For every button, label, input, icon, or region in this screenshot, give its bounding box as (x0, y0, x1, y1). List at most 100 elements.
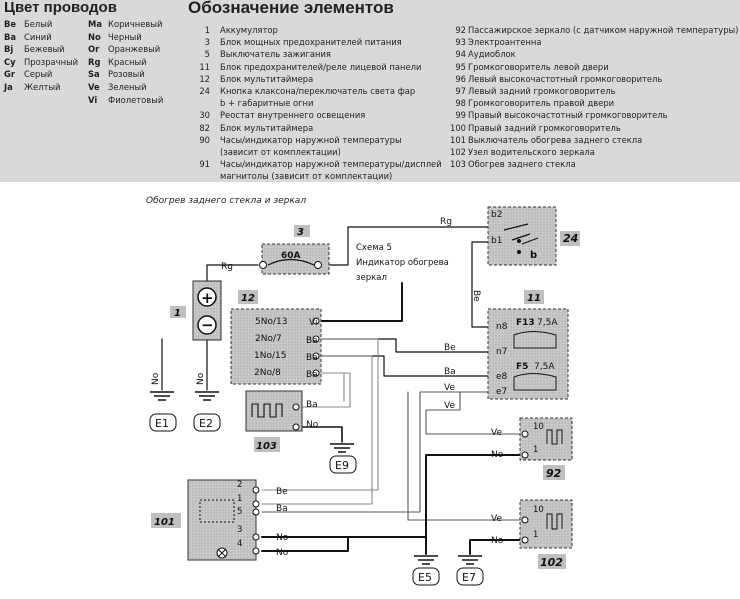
wire-be-vertical (471, 241, 489, 328)
pin-e7: e7 (496, 387, 507, 397)
element-number: 94 (455, 49, 466, 60)
pin-terminal (252, 486, 260, 494)
mirror-102-body (519, 499, 573, 549)
pin-102-1: 1 (533, 530, 538, 540)
pin-terminal (292, 423, 300, 431)
element-number: 102 (450, 146, 466, 157)
element-description: Обогрев заднего стекла (468, 159, 576, 170)
element-description: Часы/индикатор наружной температуры/дисп… (220, 159, 442, 170)
pin-terminal (521, 430, 529, 438)
fuse-f13-name: F13 (516, 318, 535, 328)
wire-label-no-101a: No (276, 533, 289, 543)
pin-terminal (312, 369, 320, 377)
color-code: Or (88, 44, 100, 55)
battery-minus-sign: − (201, 316, 214, 334)
element-number: 90 (199, 134, 210, 145)
fuse-f13-element (513, 331, 557, 349)
element-number: 3 (204, 37, 210, 48)
wire-colors-title: Цвет проводов (4, 0, 117, 16)
ground-symbol-e9 (330, 443, 354, 453)
color-code: Cy (4, 56, 16, 67)
switch-24-body (487, 206, 557, 266)
ground-e5: E5 (418, 571, 432, 584)
switch-24-node (517, 250, 521, 254)
element-number: 98 (455, 98, 466, 109)
wire-ba-harness-1 (261, 338, 379, 491)
label-12-bg (238, 290, 258, 304)
wire-label-rg-top: Rg (440, 217, 452, 227)
pin-e8: e8 (496, 372, 508, 382)
wire-label-ve-92: Ve (491, 428, 502, 438)
fuse-3-terminal (314, 261, 322, 269)
wire-label-no-bat2: No (196, 372, 206, 385)
wire-ve-102 (407, 391, 521, 521)
pin-12-1no15: 1No/15 (254, 351, 286, 361)
element-description: (зависит от комплектации) (220, 146, 341, 157)
wires (161, 226, 521, 555)
wire-no-101b (261, 536, 349, 552)
wire-no-102 (469, 539, 521, 555)
element-row: магнитолы (зависит от комплектации) (186, 170, 436, 182)
color-name: Оранжевый (108, 44, 161, 55)
ground-e9: E9 (335, 459, 349, 472)
element-number: 91 (199, 159, 210, 170)
color-name: Фиолетовый (108, 94, 164, 105)
wire-label-ba-1: Ba (306, 336, 318, 346)
component-101-heater-switch: 101 2 1 5 3 4 (151, 479, 260, 561)
pin-terminal (521, 516, 529, 524)
heater-103-grid (251, 403, 283, 418)
fuse-3-rating: 60A (281, 251, 301, 261)
grounds (150, 391, 482, 565)
wire-label-ba-e8: Ba (444, 367, 456, 377)
label-103-bg (254, 437, 280, 452)
wiring-diagram: Обогрев заднего стекла и зеркал (146, 196, 580, 586)
element-number: 97 (455, 85, 466, 96)
pin-terminal (312, 335, 320, 343)
component-label-103: 103 (256, 441, 277, 452)
element-description: Блок мультитаймера (220, 73, 314, 84)
element-row: 91 Часы/индикатор наружной температуры/ди… (186, 158, 441, 170)
ground-e2-badge (193, 413, 221, 432)
component-1-battery: 1 + − (170, 280, 222, 341)
ground-symbol-e5 (414, 555, 438, 565)
element-number: 95 (455, 61, 466, 72)
element-number: 30 (199, 110, 210, 121)
pin-12-2no8: 2No/8 (254, 368, 281, 378)
component-103-rear-heater: 103 (245, 390, 303, 452)
element-description: Часы/индикатор наружной температуры (220, 134, 402, 145)
pin-101-1: 1 (237, 494, 242, 504)
element-description: Левый высокочастотный громкоговоритель (468, 73, 663, 84)
color-code: Sa (88, 69, 100, 80)
element-description: Громкоговоритель правой двери (468, 98, 615, 109)
pin-terminal (312, 317, 320, 325)
pin-terminal (252, 547, 260, 555)
color-code: Ma (88, 19, 102, 29)
element-number: 93 (455, 37, 466, 48)
ground-e7: E7 (462, 571, 476, 584)
pin-b1: b1 (491, 236, 502, 246)
legend-panel: Цвет проводов Be Белый Ma Коричневый Ba … (0, 0, 740, 182)
pin-terminal (521, 451, 529, 459)
element-number: 24 (199, 85, 210, 96)
component-label-92: 92 (546, 467, 562, 480)
fuse-f5-rating: 7,5A (534, 362, 555, 372)
wire-label-be-101: Be (276, 487, 288, 497)
element-number: 96 (455, 73, 466, 84)
ground-symbol-e2 (195, 391, 219, 401)
wire-labels: Rg Rg Vi Ba Ba Ba Be Be Ba Ve Ve No No B… (151, 217, 504, 558)
wire-label-no-102: No (491, 536, 504, 546)
wire-label-be-vertical: Be (471, 290, 481, 302)
switch-101-contacts (199, 499, 235, 523)
label-3-bg (294, 225, 310, 237)
multitimer-12-body (230, 308, 322, 385)
element-description: Электроантенна (468, 37, 542, 48)
fuse-block-3-body (261, 243, 330, 275)
